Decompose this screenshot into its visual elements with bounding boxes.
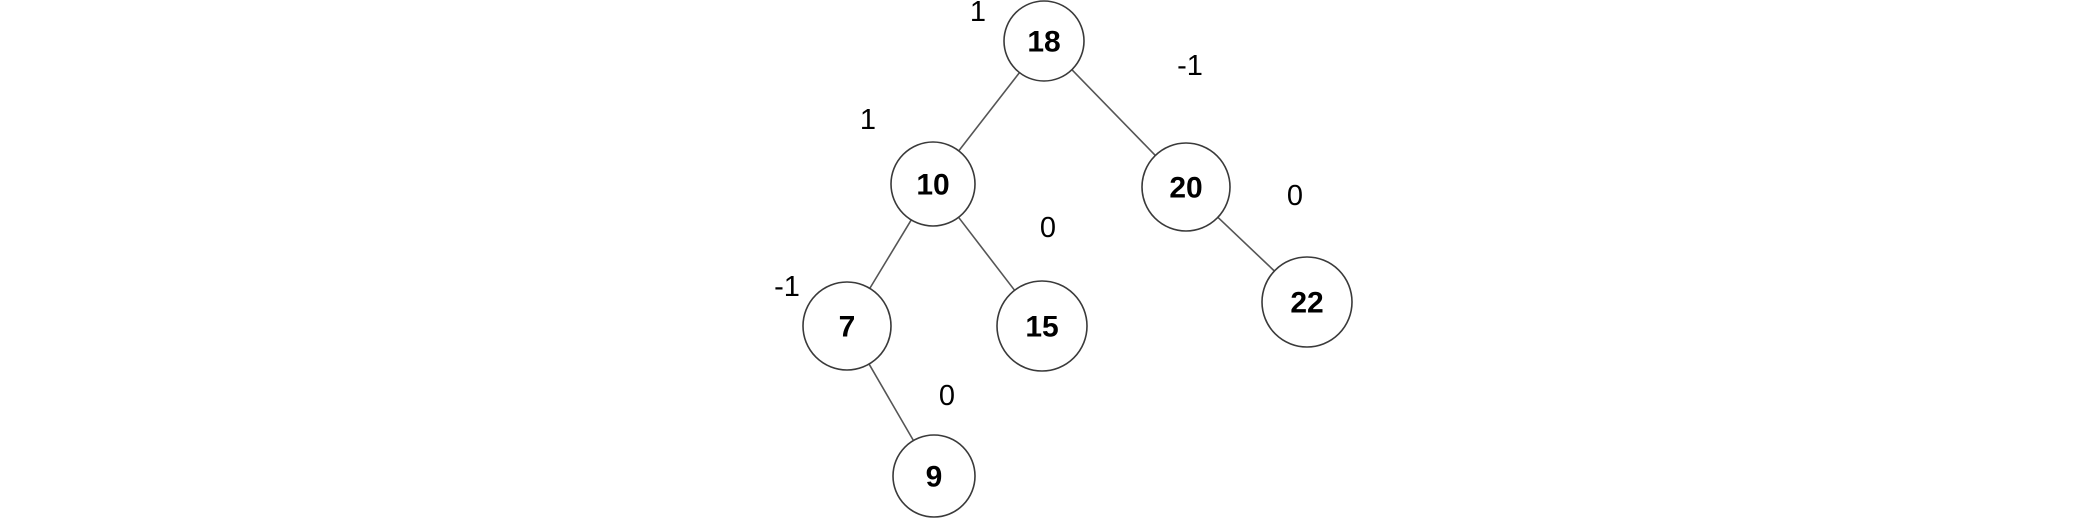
- tree-node-20[interactable]: 20: [1141, 142, 1231, 232]
- balance-factor-label-10: 1: [860, 104, 876, 136]
- node-key-label-7: 7: [839, 311, 856, 344]
- node-key-label-9: 9: [926, 461, 943, 494]
- edges-group: [868, 69, 1275, 441]
- tree-edge-18-to-10: [958, 72, 1021, 152]
- node-key-label-18: 18: [1027, 26, 1060, 59]
- node-circle-7: [802, 281, 892, 371]
- tree-edge-7-to-9: [868, 363, 915, 441]
- node-circle-22: [1261, 256, 1353, 348]
- tree-node-18[interactable]: 18: [1003, 0, 1085, 82]
- node-circle-9: [892, 434, 976, 518]
- balance-factor-label-18: 1: [970, 0, 986, 28]
- tree-node-7[interactable]: 7: [802, 281, 892, 371]
- node-circle-10: [890, 141, 976, 227]
- balance-factor-label-7: -1: [774, 271, 800, 303]
- tree-edge-18-to-20: [1071, 69, 1156, 157]
- node-circle-18: [1003, 0, 1085, 82]
- balance-factor-label-9: 0: [939, 380, 955, 412]
- balance-factor-label-20: -1: [1177, 50, 1203, 82]
- balance-factor-label-15: 0: [1040, 212, 1056, 244]
- tree-node-10[interactable]: 10: [890, 141, 976, 227]
- tree-node-22[interactable]: 22: [1261, 256, 1353, 348]
- tree-node-9[interactable]: 9: [892, 434, 976, 518]
- node-circle-15: [996, 280, 1088, 372]
- tree-edge-20-to-22: [1217, 216, 1275, 272]
- balance-factor-label-22: 0: [1287, 180, 1303, 212]
- tree-edge-10-to-15: [957, 216, 1016, 291]
- node-key-label-15: 15: [1025, 311, 1058, 344]
- node-key-label-22: 22: [1290, 287, 1323, 320]
- node-key-label-20: 20: [1169, 172, 1202, 205]
- balance-factor-labels-group: 1 1 -1 -1 0 0 0: [774, 0, 1303, 412]
- node-key-label-10: 10: [916, 169, 949, 202]
- node-circle-20: [1141, 142, 1231, 232]
- tree-node-15[interactable]: 15: [996, 280, 1088, 372]
- tree-edge-10-to-7: [869, 219, 912, 289]
